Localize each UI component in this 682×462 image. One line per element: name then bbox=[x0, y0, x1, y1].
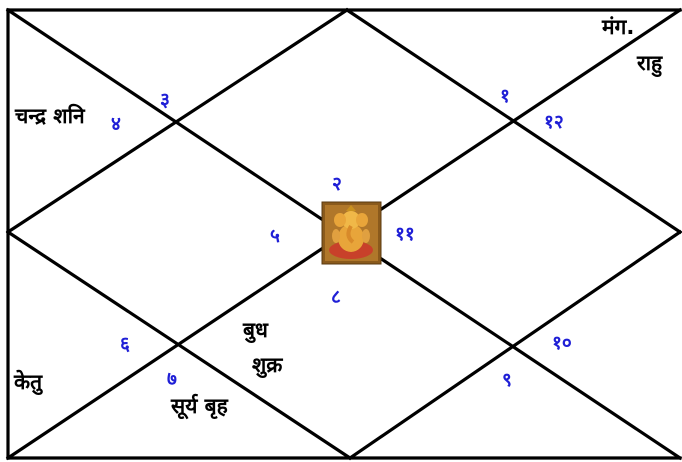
house-number-12: १२ bbox=[544, 111, 564, 133]
planet-label-house-12-a: मंग. bbox=[601, 15, 634, 39]
house-number-4: ४ bbox=[111, 113, 121, 135]
house-number-3: ३ bbox=[160, 89, 170, 111]
house-number-7: ७ bbox=[167, 368, 177, 390]
planet-label-house-12-b: राहु bbox=[636, 51, 663, 78]
house-number-8: ८ bbox=[331, 286, 341, 308]
house-number-9: ९ bbox=[502, 369, 512, 391]
planet-label-house-8-a: बुध bbox=[242, 318, 269, 344]
house-number-11: ११ bbox=[395, 223, 415, 245]
house-number-5: ५ bbox=[270, 225, 280, 247]
center-ganesha-image bbox=[322, 202, 381, 264]
house-number-2: २ bbox=[332, 173, 342, 195]
house-number-1: १ bbox=[500, 85, 510, 107]
planet-label-house-4: चन्द्र शनि bbox=[14, 103, 86, 128]
planet-label-house-7: सूर्य बृह bbox=[170, 393, 229, 420]
planet-label-house-8-b: शुक्र bbox=[252, 353, 283, 379]
house-number-6: ६ bbox=[120, 333, 130, 355]
planet-label-house-6: केतु bbox=[13, 369, 43, 396]
house-number-10: १० bbox=[552, 332, 572, 354]
